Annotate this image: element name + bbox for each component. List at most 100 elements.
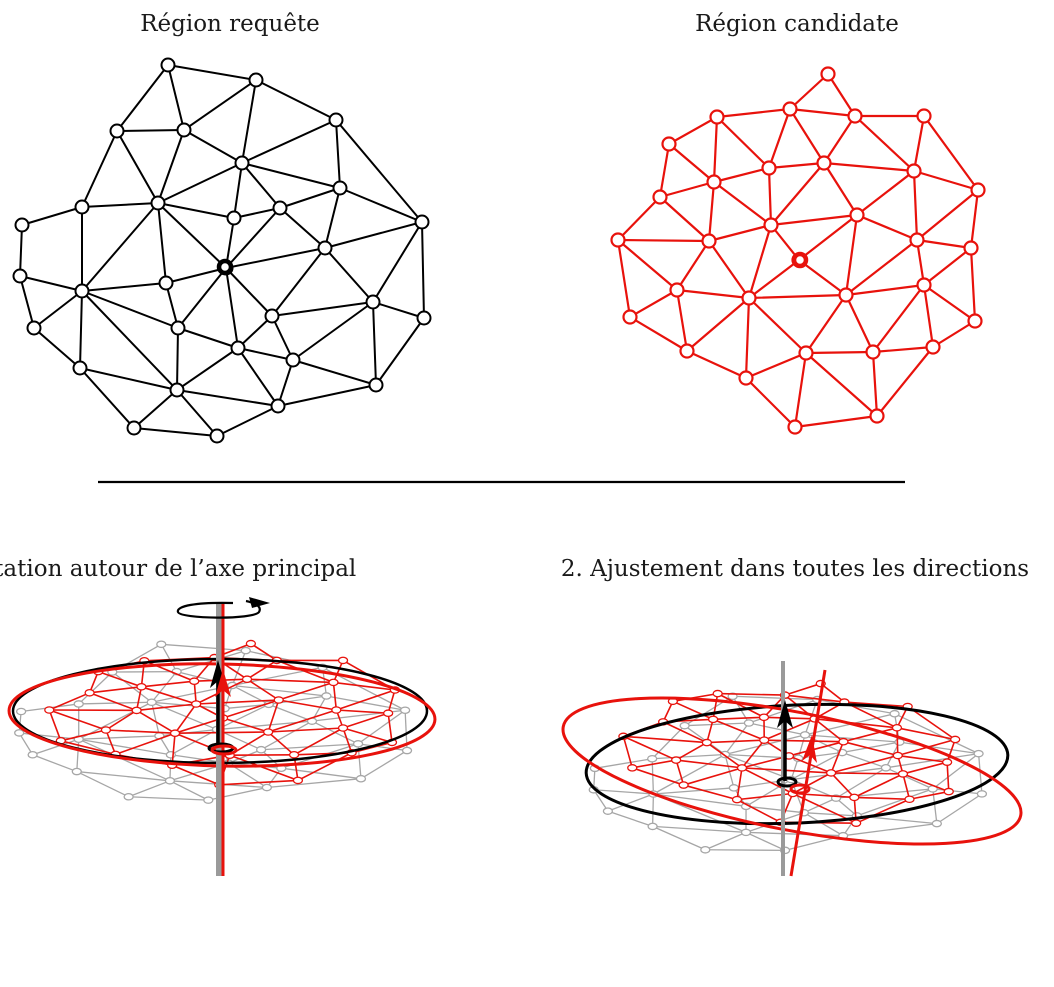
candidate-mesh-edge: [616, 238, 632, 319]
query-mesh-edge: [19, 224, 23, 277]
candidate-mesh-node: [909, 232, 925, 248]
query-mesh-edge: [237, 347, 279, 407]
adjust-red-node: [758, 713, 770, 722]
rotation-red-node: [44, 706, 55, 714]
query-mesh-edge: [21, 206, 83, 226]
candidate-mesh-node: [761, 160, 777, 176]
rotation-red-edge: [222, 699, 279, 719]
adjust-grey-edge: [843, 822, 937, 837]
adjust-grey-node: [976, 790, 988, 798]
query-mesh-edge: [157, 202, 167, 284]
adjust-red-node: [707, 715, 719, 724]
rotation-grey-edge: [232, 684, 327, 697]
adjustment-panel-candidate-center: [789, 783, 811, 795]
query-mesh-edge: [79, 367, 178, 391]
candidate-mesh-node: [798, 345, 814, 361]
adjust-red-node: [849, 793, 860, 802]
candidate-mesh-edge: [747, 296, 808, 355]
query-mesh-edge: [241, 119, 337, 164]
candidate-mesh-edge: [855, 169, 916, 217]
rotation-red-node: [331, 706, 342, 714]
query-mesh-node: [72, 360, 88, 376]
adjust-grey-edge: [705, 849, 786, 851]
query-mesh-node: [160, 57, 176, 73]
rotation-grey-edge: [357, 709, 406, 745]
adjust-red-edge: [713, 716, 765, 721]
adjust-red-edge: [622, 736, 634, 769]
candidate-mesh-edge: [871, 283, 926, 354]
adjust-red-node: [892, 751, 903, 760]
query-mesh-edge: [157, 202, 235, 219]
query-mesh-edge: [19, 275, 83, 292]
rotation-red-edge: [268, 727, 344, 733]
rotation-red-edge: [49, 709, 107, 731]
candidate-mesh-node: [816, 155, 832, 171]
adjust-red-node: [678, 781, 689, 789]
adjust-red-edge: [830, 754, 898, 774]
rotation-red-edge: [97, 670, 142, 688]
query-mesh-edge: [157, 162, 243, 204]
candidate-mesh-node: [963, 240, 979, 256]
adjust-red-node: [950, 735, 961, 744]
adjust-grey-node: [799, 731, 811, 739]
candidate-mesh-edge: [788, 107, 857, 118]
adjust-red-node: [838, 737, 849, 746]
query-mesh-edge: [255, 79, 337, 121]
query-mesh-edge: [277, 384, 377, 407]
adjust-red-node: [943, 787, 954, 796]
rotation-grey-node: [146, 698, 157, 707]
rotation-red-edge: [336, 689, 396, 711]
adjust-grey-edge: [899, 741, 979, 755]
candidate-mesh-edge: [922, 246, 973, 287]
query-mesh-node: [332, 180, 348, 196]
query-mesh-node: [230, 340, 246, 356]
candidate-mesh-edge: [767, 161, 826, 170]
rotation-red-edge: [267, 731, 295, 756]
candidate-mesh-node: [661, 136, 677, 152]
adjust-red-edge: [736, 798, 781, 824]
candidate-mesh-edge: [658, 180, 716, 199]
adjust-grey-edge: [842, 741, 900, 754]
candidate-mesh-edge: [788, 107, 826, 165]
rotation-red-edge: [342, 727, 393, 744]
adjust-red-node: [897, 770, 909, 778]
query-mesh-edge: [241, 162, 281, 209]
adjust-grey-edge: [841, 751, 887, 769]
adjust-red-node: [731, 795, 743, 804]
candidate-mesh-edge: [767, 107, 792, 170]
rotation-grey-edge: [260, 720, 313, 751]
query-mesh-edge: [271, 247, 326, 317]
candidate-mesh-edge: [685, 296, 751, 353]
query-mesh-node: [12, 268, 28, 284]
adjust-red-edge: [675, 741, 708, 761]
candidate-mesh-edge: [747, 223, 773, 300]
candidate-mesh-node: [906, 163, 922, 179]
query-region-title: Région requête: [140, 11, 320, 37]
adjust-red-edge: [706, 739, 765, 744]
candidate-mesh-edge: [675, 288, 751, 300]
adjust-grey-node: [719, 750, 731, 759]
candidate-mesh-edge: [658, 142, 671, 199]
adjust-grey-edge: [977, 753, 983, 794]
adjustment-panel-red-axis: [789, 669, 827, 877]
adjust-red-edge: [741, 739, 765, 769]
adjustment-panel-query-arrowhead: [777, 700, 793, 728]
query-mesh-node: [270, 398, 286, 414]
query-mesh-edge: [167, 64, 185, 131]
adjust-red-edge: [843, 727, 898, 743]
adjust-grey-node: [743, 719, 755, 727]
candidate-mesh-edge: [822, 114, 857, 165]
rotation-grey-edge: [216, 703, 270, 731]
rotation-panel-candidate-arrowhead: [215, 669, 231, 697]
adjust-red-edge: [788, 740, 844, 757]
rotation-grey-edge: [128, 780, 171, 798]
query-mesh-node: [74, 199, 90, 215]
adjust-red-edge: [854, 796, 910, 801]
candidate-mesh-edge: [922, 283, 977, 323]
query-mesh-edge: [225, 267, 273, 317]
adjust-grey-edge: [593, 789, 609, 812]
candidate-region-mesh: [610, 66, 986, 435]
adjust-red-edge: [830, 741, 845, 774]
adjust-grey-edge: [593, 789, 654, 795]
